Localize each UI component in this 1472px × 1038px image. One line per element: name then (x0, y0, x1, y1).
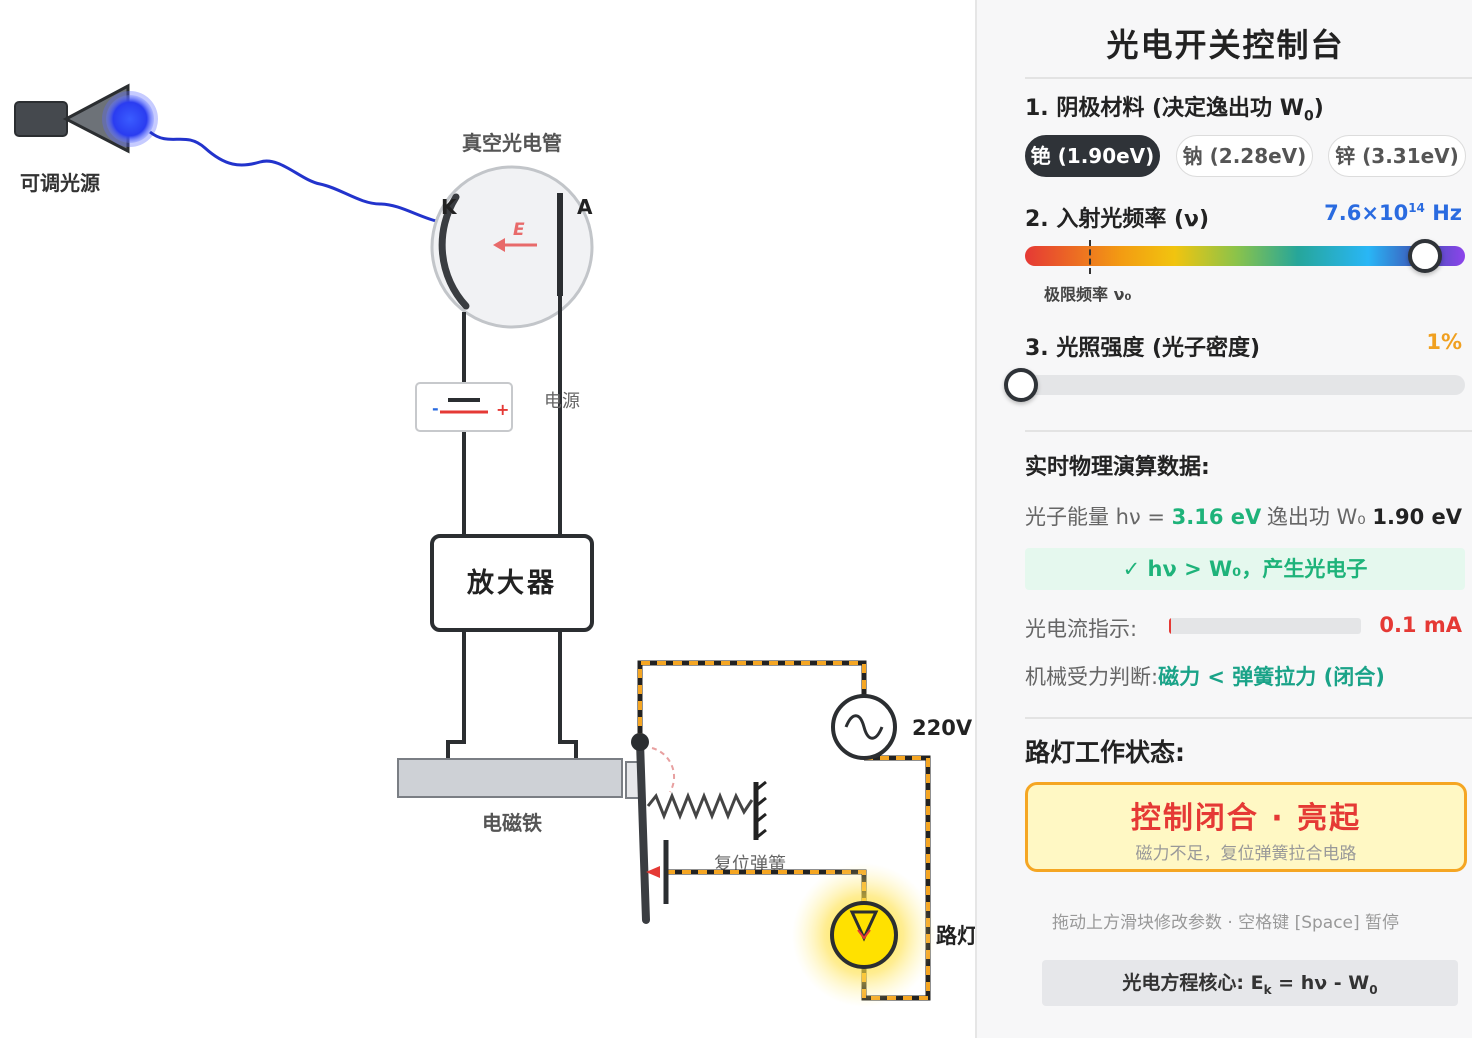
circuit-diagram: 可调光源 真空光电管 K A E - + 电源 放大器 电磁铁 (14, 83, 978, 1007)
material-section-label: 1. 阴极材料 (决定逸出功 W0) (1025, 96, 1324, 125)
frequency-slider-track[interactable] (1025, 246, 1465, 266)
vacuum-phototube (430, 165, 594, 329)
intensity-slider-thumb[interactable] (1004, 368, 1039, 402)
force-judgement-value: 磁力 < 弹簧拉力 (闭合) (1158, 665, 1385, 689)
material-cesium-button[interactable]: 铯 (1.90eV) (1025, 135, 1160, 177)
svg-text:+: + (496, 400, 509, 419)
light-wave (149, 130, 480, 241)
street-lamp (792, 863, 936, 1007)
light-source (14, 83, 158, 154)
intensity-section-label: 3. 光照强度 (光子密度) (1025, 336, 1261, 361)
intensity-value: 1% (1426, 330, 1462, 354)
frequency-section-label: 2. 入射光频率 (ν) (1025, 207, 1210, 232)
field-arrow (493, 238, 537, 252)
ac-source (831, 694, 897, 760)
simulation-canvas[interactable]: 可调光源 真空光电管 K A E - + 电源 放大器 电磁铁 (0, 0, 978, 1038)
anode-label: A (577, 195, 593, 219)
cathode-label: K (441, 195, 458, 219)
power-supply: - + (415, 382, 513, 432)
field-label: E (513, 220, 525, 240)
data-section-title: 实时物理演算数据: (1025, 455, 1210, 480)
data-divider (1025, 430, 1472, 432)
photon-energy-value: 3.16 eV (1171, 505, 1262, 529)
amplifier-label: 放大器 (466, 567, 557, 599)
lamp-status-card: 控制闭合 · 亮起 磁力不足，复位弹簧拉合电路 (1025, 782, 1467, 872)
frequency-slider-thumb[interactable] (1408, 239, 1443, 273)
emission-status-badge: ✓ hν > W₀，产生光电子 (1025, 548, 1465, 590)
current-value: 0.1 mA (1379, 613, 1462, 637)
lamp-label: 路灯 (936, 924, 975, 948)
lamp-status-sub: 磁力不足，复位弹簧拉合电路 (1135, 844, 1357, 864)
tube-label: 真空光电管 (462, 131, 562, 155)
current-meter (1169, 618, 1361, 634)
material-sodium-button[interactable]: 钠 (2.28eV) (1176, 135, 1313, 177)
control-panel: 光电开关控制台 1. 阴极材料 (决定逸出功 W0) 铯 (1.90eV) 钠 … (975, 0, 1472, 1038)
photon-energy-row: 光子能量 hν = 3.16 eV (1025, 505, 1262, 529)
intensity-slider-track[interactable] (1025, 375, 1465, 395)
current-meter-fill (1169, 618, 1171, 634)
svg-text:-: - (432, 399, 439, 418)
material-zinc-button[interactable]: 锌 (3.31eV) (1328, 135, 1466, 177)
reset-spring (646, 780, 767, 840)
armature (631, 733, 669, 924)
usage-hint: 拖动上方滑块修改参数 · 空格键 [Space] 暂停 (1051, 913, 1400, 933)
title-divider (1025, 77, 1472, 79)
panel-title: 光电开关控制台 (1106, 26, 1345, 64)
electromagnet-label: 电磁铁 (482, 811, 542, 835)
frequency-value: 7.6×1014 Hz (1324, 201, 1462, 225)
electromagnet (397, 758, 641, 799)
work-function-row: 逸出功 W₀ 1.90 eV (1266, 505, 1462, 529)
lamp-status-main: 控制闭合 · 亮起 (1130, 801, 1362, 836)
limit-frequency-marker (1089, 240, 1091, 274)
equation-box: 光电方程核心: Ek = hν - W0 (1042, 960, 1458, 1006)
force-judgement-row: 机械受力判断:磁力 < 弹簧拉力 (闭合) (1025, 665, 1385, 689)
amplifier (430, 534, 594, 632)
ac-label: 220V (912, 716, 973, 740)
current-label: 光电流指示: (1025, 617, 1138, 641)
limit-frequency-label: 极限频率 ν₀ (1044, 285, 1132, 304)
light-source-label: 可调光源 (20, 171, 100, 195)
lamp-status-title: 路灯工作状态: (1025, 738, 1185, 767)
lamp-divider (1025, 717, 1472, 719)
work-function-value: 1.90 eV (1372, 505, 1462, 529)
power-label: 电源 (544, 391, 580, 412)
